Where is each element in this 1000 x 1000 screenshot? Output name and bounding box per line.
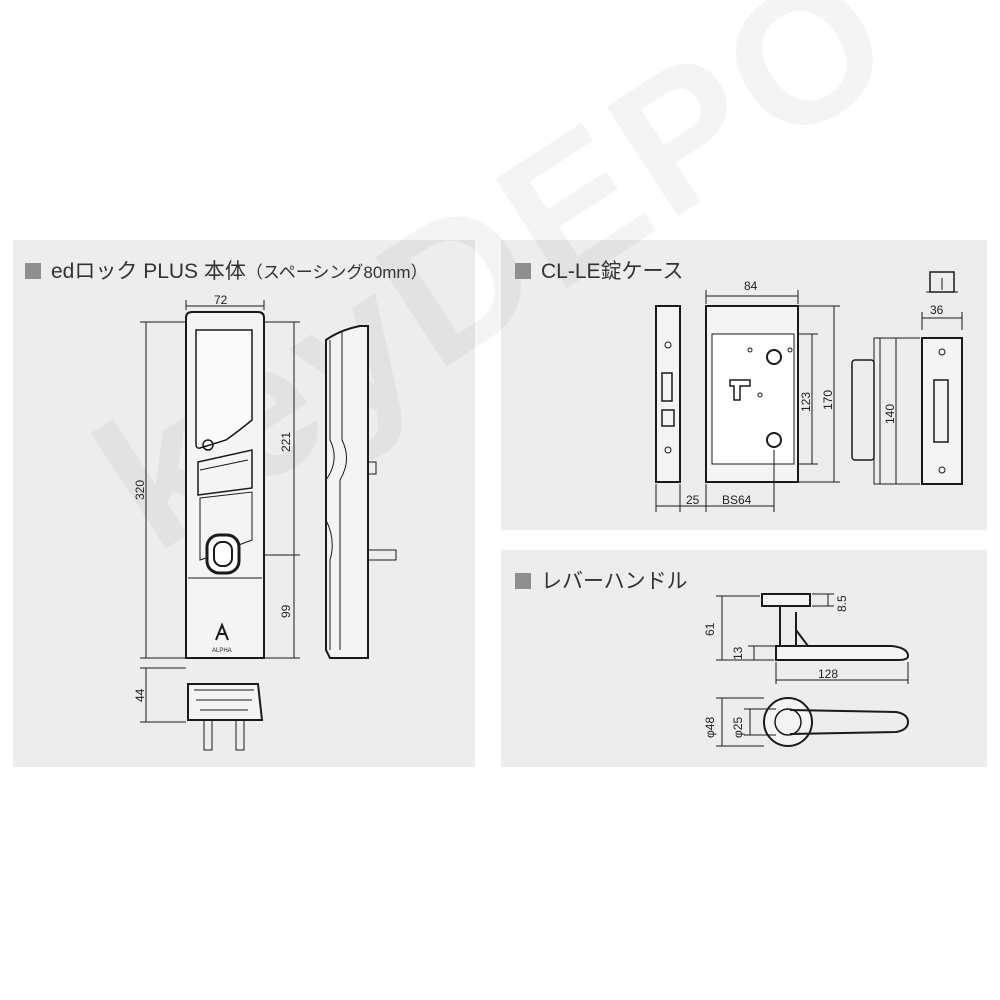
- lever-grip-side: [775, 645, 910, 661]
- dim-strike-36: 36: [930, 303, 944, 317]
- dim-lever-8-5: 8.5: [835, 595, 849, 612]
- title-square-icon: [515, 263, 531, 279]
- lever-rose-top: [763, 697, 813, 747]
- lever-arm-side: [779, 606, 809, 647]
- dim-case-140: 140: [883, 404, 897, 424]
- edlock-subtitle: （スペーシング80mm）: [245, 263, 428, 282]
- title-square-icon: [515, 573, 531, 589]
- edlock-card-reader: [197, 449, 253, 496]
- edlock-side-view: [325, 325, 369, 659]
- alpha-logo-icon: [215, 622, 229, 641]
- case-follower-hole: [766, 349, 782, 365]
- dim-lever-128: 128: [818, 667, 838, 681]
- case-latch-icon: [729, 379, 751, 401]
- lever-grip-top: [789, 709, 910, 735]
- alpha-logo-text: ALPHA: [212, 648, 232, 654]
- dim-lever-phi48: φ48: [703, 717, 717, 738]
- edlock-front-inner: [195, 329, 253, 449]
- strike-front: [921, 337, 963, 485]
- dim-lever-phi25: φ25: [731, 717, 745, 738]
- dim-upper-221: 221: [279, 432, 293, 452]
- edlock-sensor-icon: [202, 439, 214, 451]
- title-square-icon: [25, 263, 41, 279]
- edlock-bottom-view: [187, 683, 264, 721]
- lever-title: レバーハンドル: [515, 565, 688, 595]
- dim-depth-44: 44: [133, 688, 147, 702]
- lever-rose-side: [761, 593, 811, 607]
- dim-case-bs64: BS64: [722, 493, 752, 507]
- case-title: CL-LE錠ケース: [515, 255, 683, 285]
- dim-case-123: 123: [799, 392, 813, 412]
- lever-title-text: レバーハンドル: [541, 570, 688, 593]
- dim-lower-99: 99: [279, 604, 293, 618]
- edlock-title: edロック PLUS 本体（スペーシング80mm）: [25, 255, 428, 285]
- case-title-text: CL-LE錠ケース: [541, 260, 684, 283]
- dim-width-72: 72: [214, 293, 228, 307]
- dim-case-170: 170: [821, 390, 835, 410]
- dim-lever-13: 13: [731, 646, 745, 660]
- dim-lever-61: 61: [703, 622, 717, 636]
- dim-height-320: 320: [133, 480, 147, 500]
- edlock-title-text: edロック PLUS 本体: [51, 260, 246, 283]
- dim-case-25: 25: [686, 493, 700, 507]
- dim-case-84: 84: [744, 279, 758, 293]
